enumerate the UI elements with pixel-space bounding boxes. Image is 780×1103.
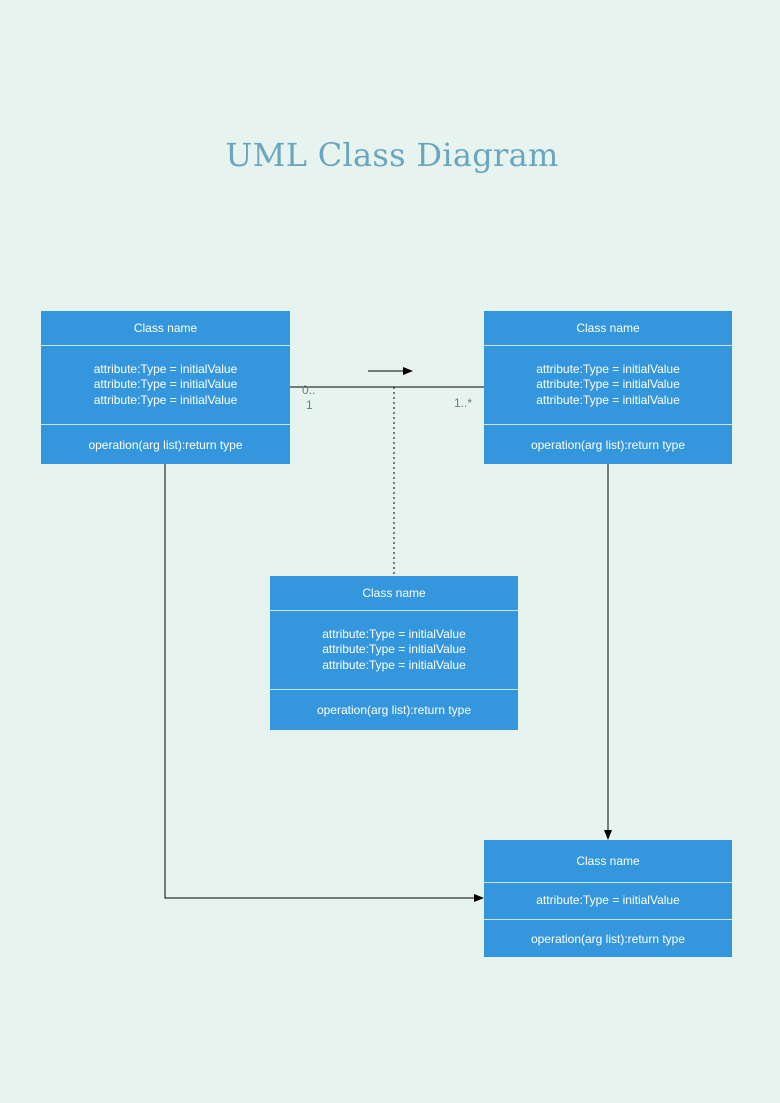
attributes-section: attribute:Type = initialValue: [484, 882, 732, 919]
generalization-connector-left[interactable]: [164, 464, 484, 902]
attributes-section: attribute:Type = initialValue attribute:…: [41, 345, 290, 424]
multiplicity-left-line2: 1: [306, 398, 313, 412]
class-name: Class name: [133, 321, 198, 335]
class-box-top-left[interactable]: Class name attribute:Type = initialValue…: [41, 311, 290, 464]
multiplicity-right: 1..*: [454, 396, 473, 410]
attributes-section: attribute:Type = initialValue attribute:…: [484, 345, 732, 424]
operation: operation(arg list):return type: [484, 424, 732, 464]
multiplicity-left-line1: 0..: [302, 383, 316, 397]
class-box-bottom-right[interactable]: Class name attribute:Type = initialValue…: [484, 840, 732, 957]
class-name: Class name: [576, 321, 640, 335]
attribute: attribute:Type = initialValue: [93, 377, 238, 392]
attribute: attribute:Type = initialValue: [536, 361, 680, 376]
attribute: attribute:Type = initialValue: [93, 361, 238, 376]
class-box-top-right[interactable]: Class name attribute:Type = initialValue…: [484, 311, 732, 464]
attribute: attribute:Type = initialValue: [322, 642, 466, 657]
attribute: attribute:Type = initialValue: [536, 392, 680, 407]
attribute: attribute:Type = initialValue: [322, 626, 466, 641]
attribute: attribute:Type = initialValue: [536, 893, 680, 908]
attributes-section: attribute:Type = initialValue attribute:…: [270, 610, 518, 689]
attribute: attribute:Type = initialValue: [322, 657, 466, 672]
class-name: Class name: [362, 586, 426, 600]
operation: operation(arg list):return type: [41, 424, 290, 464]
operation: operation(arg list):return type: [484, 919, 732, 957]
attribute: attribute:Type = initialValue: [536, 377, 680, 392]
class-box-association[interactable]: Class name attribute:Type = initialValue…: [270, 576, 518, 730]
page-title: UML Class Diagram: [225, 136, 559, 174]
attribute: attribute:Type = initialValue: [93, 392, 238, 407]
class-name: Class name: [576, 854, 640, 868]
operation: operation(arg list):return type: [270, 689, 518, 730]
